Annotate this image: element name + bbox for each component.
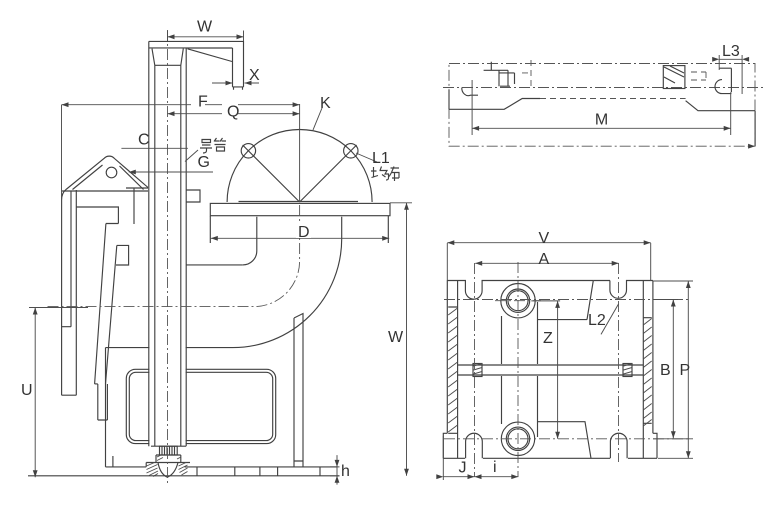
svg-text:W: W xyxy=(197,19,213,36)
svg-text:M: M xyxy=(595,112,608,129)
svg-text:B: B xyxy=(660,362,671,379)
svg-text:J: J xyxy=(459,460,467,477)
svg-text:P: P xyxy=(680,362,691,379)
svg-text:F: F xyxy=(198,94,208,111)
svg-text:D: D xyxy=(298,224,310,241)
svg-text:L1: L1 xyxy=(372,150,390,167)
svg-text:C: C xyxy=(138,132,150,149)
svg-text:U: U xyxy=(21,382,33,399)
svg-text:h: h xyxy=(341,463,350,480)
svg-text:i: i xyxy=(493,459,497,476)
svg-text:Q: Q xyxy=(227,104,239,121)
svg-text:L3: L3 xyxy=(722,43,740,60)
svg-text:Z: Z xyxy=(543,330,553,347)
svg-text:L2: L2 xyxy=(588,312,606,329)
svg-text:A: A xyxy=(539,251,550,268)
svg-text:X: X xyxy=(249,67,260,84)
svg-text:W: W xyxy=(388,329,404,346)
svg-text:K: K xyxy=(320,95,331,112)
svg-text:V: V xyxy=(539,230,550,247)
svg-text:G: G xyxy=(198,154,210,171)
